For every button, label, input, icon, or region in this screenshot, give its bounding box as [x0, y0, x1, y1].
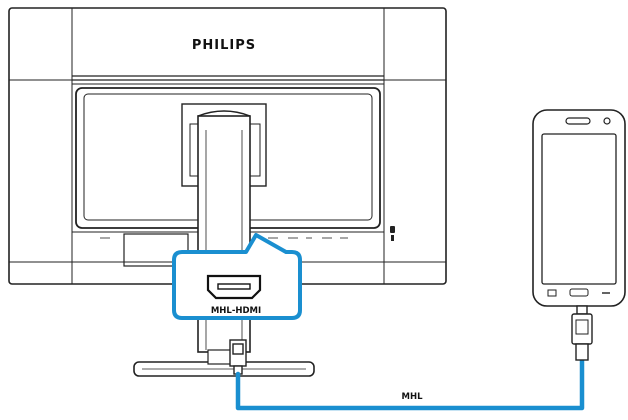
hdmi-plug: [229, 339, 247, 375]
phone-camera: [603, 117, 611, 125]
phone-menu-button: [547, 289, 557, 297]
port-callout: MHL-HDMI: [172, 233, 302, 320]
cable-label: MHL: [402, 392, 424, 402]
phone-home-button: [569, 288, 589, 297]
monitor-stand-base: [133, 349, 315, 377]
monitor-back: [8, 7, 447, 353]
mhl-cable: [235, 357, 585, 411]
callout-port-label: MHL-HDMI: [211, 306, 261, 316]
phone-screen: [541, 133, 617, 285]
phone-earpiece: [565, 117, 591, 125]
micro-usb-plug: [571, 305, 593, 361]
kensington-lock-icon: [390, 226, 395, 241]
brand-logo: PHILIPS: [192, 38, 256, 53]
hdmi-port-icon: [206, 274, 262, 300]
smartphone: [532, 109, 626, 307]
